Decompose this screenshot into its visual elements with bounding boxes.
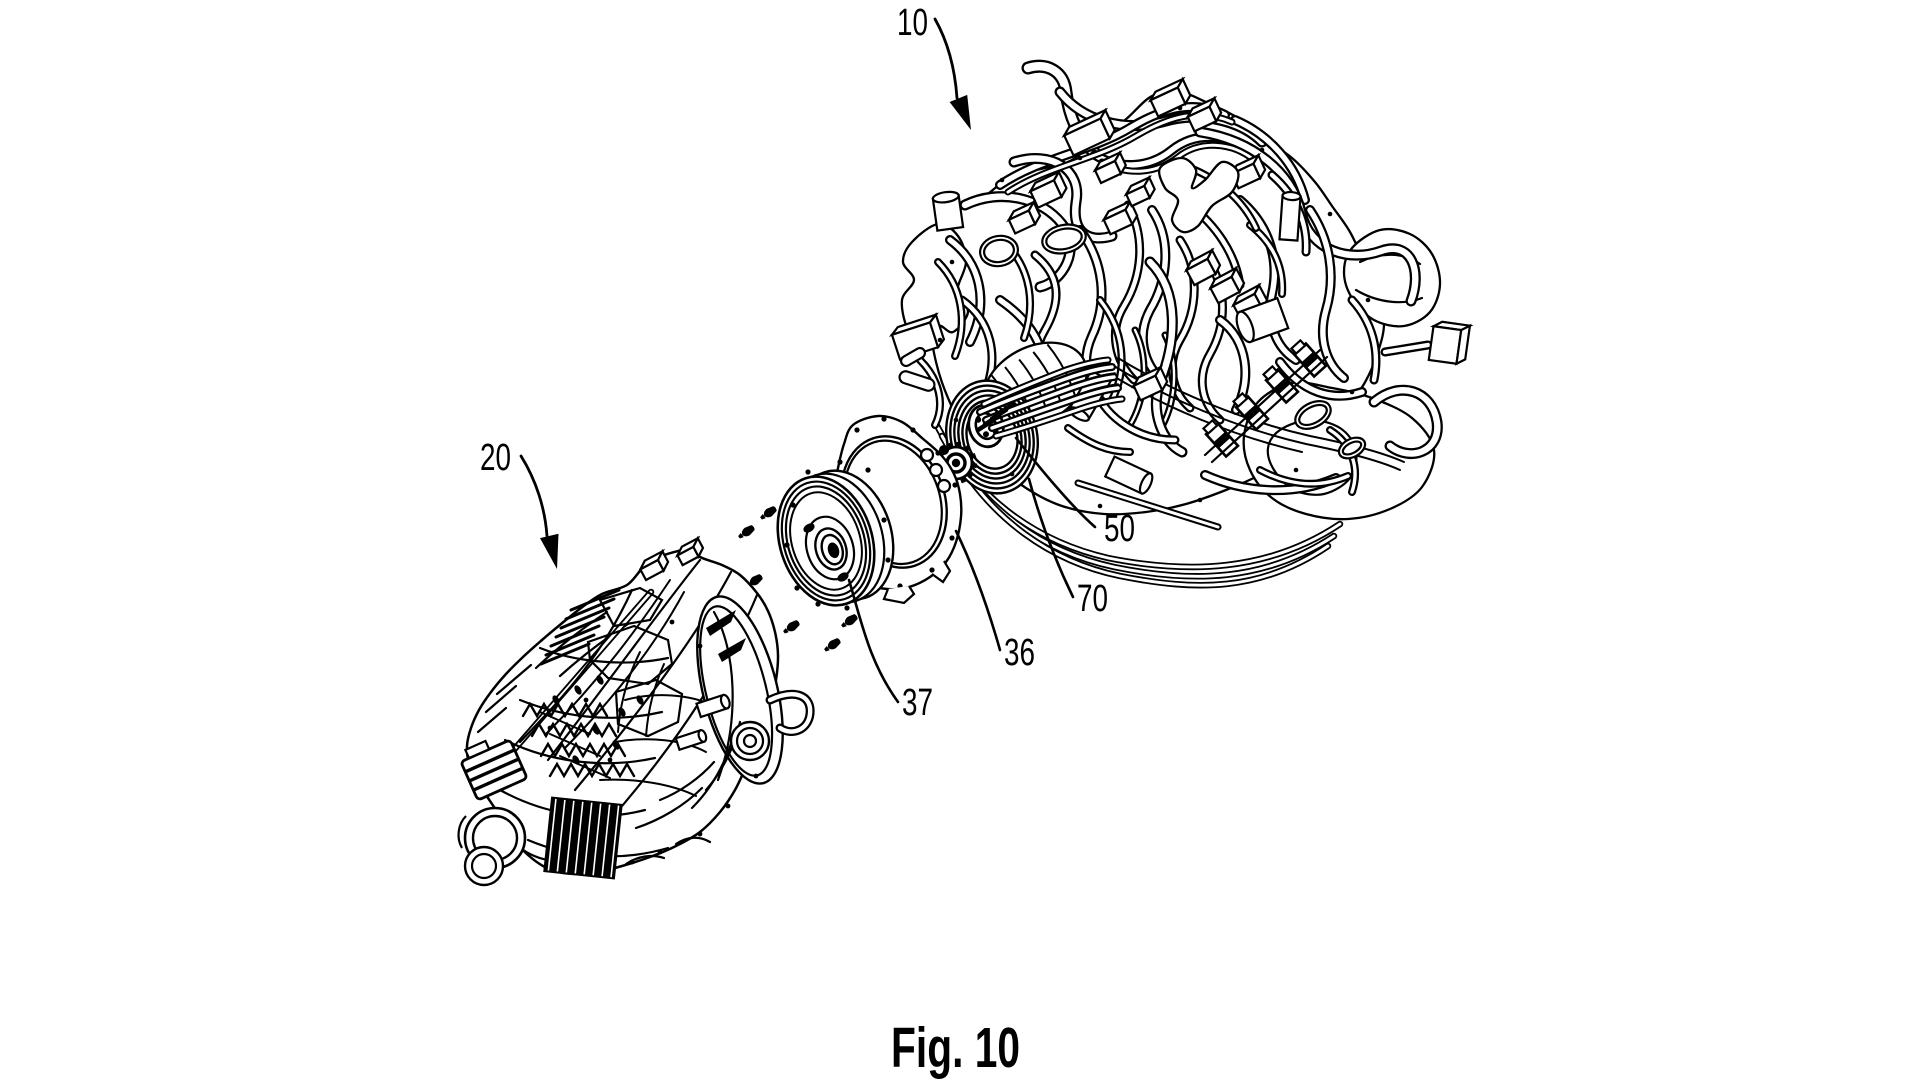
svg-text:20: 20 xyxy=(480,437,511,479)
svg-text:70: 70 xyxy=(1077,578,1108,620)
svg-text:50: 50 xyxy=(1104,508,1135,550)
svg-text:Fig. 10: Fig. 10 xyxy=(891,1016,1020,1080)
svg-text:37: 37 xyxy=(902,682,933,724)
svg-text:10: 10 xyxy=(897,2,928,44)
svg-text:36: 36 xyxy=(1004,632,1035,674)
